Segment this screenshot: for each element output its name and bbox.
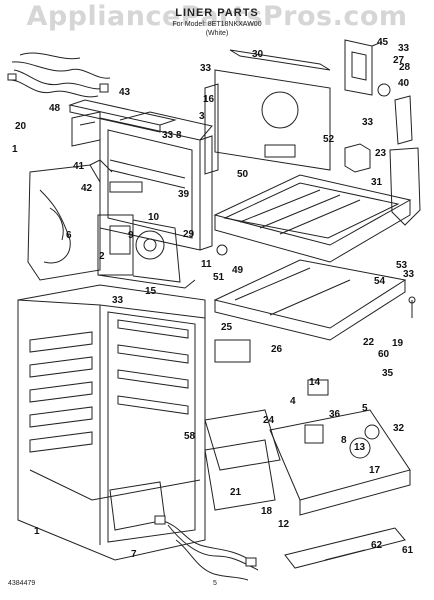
light-housing	[214, 339, 251, 363]
screw-head	[408, 296, 416, 304]
control-knob-housing	[344, 143, 371, 173]
callout-label: 53	[396, 260, 408, 271]
damper-housing	[97, 214, 196, 289]
callout-label: 45	[377, 37, 389, 48]
callout-label: 24	[263, 415, 275, 426]
callout-label: 33	[362, 117, 374, 128]
callout-label: 22	[363, 337, 375, 348]
callout-label: 8	[176, 130, 182, 141]
lower-shelf	[213, 259, 407, 341]
callout-label: 39	[178, 189, 190, 200]
callout-label: 40	[398, 78, 410, 89]
callout-label: 12	[278, 519, 290, 530]
callout-label: 9	[128, 230, 134, 241]
callout-label: 29	[183, 229, 195, 240]
callout-label: 20	[15, 121, 27, 132]
callout-label: 16	[203, 94, 215, 105]
callout-label: 14	[309, 377, 321, 388]
wire-harness-lower	[154, 515, 259, 581]
callout-label: 1	[34, 526, 40, 537]
callout-label: 33	[112, 295, 124, 306]
callout-label: 43	[119, 87, 131, 98]
freezer-back-panel	[204, 49, 331, 175]
callout-label: 61	[402, 545, 414, 556]
callout-label: 52	[323, 134, 335, 145]
callout-label: 25	[221, 322, 233, 333]
air-duct-assembly	[27, 159, 113, 281]
callout-label: 26	[271, 344, 283, 355]
callout-label: 50	[237, 169, 249, 180]
callout-label: 36	[329, 409, 341, 420]
callout-label: 17	[369, 465, 381, 476]
callout-label: 23	[375, 148, 387, 159]
model-number: For Model: 8ET18NKXAW00	[172, 21, 262, 28]
callout-label: 51	[213, 272, 225, 283]
page-number: 5	[213, 580, 217, 587]
document-number: 4384479	[8, 580, 36, 587]
callout-label: 8	[341, 435, 347, 446]
callout-label: 62	[371, 540, 383, 551]
crisper-pan-cover	[213, 174, 412, 263]
control-housing	[389, 147, 421, 226]
callout-label: 10	[148, 212, 160, 223]
callout-label: 35	[382, 368, 394, 379]
refrigerator-liner	[17, 284, 206, 561]
callout-label: 13	[354, 442, 366, 453]
color-note: (White)	[205, 30, 229, 37]
diagram-title: LINER PARTS	[175, 7, 259, 19]
callout-label: 49	[232, 265, 244, 276]
callout-label: 28	[399, 62, 411, 73]
callout-label: 5	[362, 403, 368, 414]
watermark: AppliancePartsPros.com	[26, 1, 408, 32]
callout-label: 42	[81, 183, 93, 194]
callout-label: 54	[374, 276, 386, 287]
light-shield	[264, 144, 296, 158]
callout-label: 30	[252, 49, 264, 60]
callout-label: 11	[201, 259, 212, 270]
callout-label: 19	[392, 338, 404, 349]
callout-label: 27	[393, 55, 405, 66]
bottom-trim-strip	[284, 527, 406, 569]
wire-harness-upper	[7, 52, 111, 98]
callout-label: 33	[403, 269, 415, 280]
evaporator-cover	[99, 111, 213, 251]
callout-label: 3	[199, 111, 205, 122]
callout-label: 32	[393, 423, 405, 434]
callout-label: 1	[12, 144, 18, 155]
callout-label: 4	[290, 396, 296, 407]
roller-51	[216, 244, 228, 256]
callout-label: 15	[145, 286, 157, 297]
callout-label: 48	[49, 103, 61, 114]
callout-label: 33	[200, 63, 212, 74]
callout-label: 33	[398, 43, 410, 54]
callout-label: 31	[371, 177, 383, 188]
callout-label: 2	[99, 251, 105, 262]
callout-label: 33	[162, 130, 174, 141]
callout-label: 7	[131, 549, 137, 560]
callout-label: 58	[184, 431, 196, 442]
callout-label: 21	[230, 487, 242, 498]
callout-label: 60	[378, 349, 390, 360]
callout-label: 18	[261, 506, 273, 517]
upper-right-bracket	[344, 39, 413, 145]
callout-label: 41	[73, 161, 85, 172]
callout-label: 6	[66, 230, 72, 241]
lower-mechanical-assembly	[204, 379, 411, 516]
